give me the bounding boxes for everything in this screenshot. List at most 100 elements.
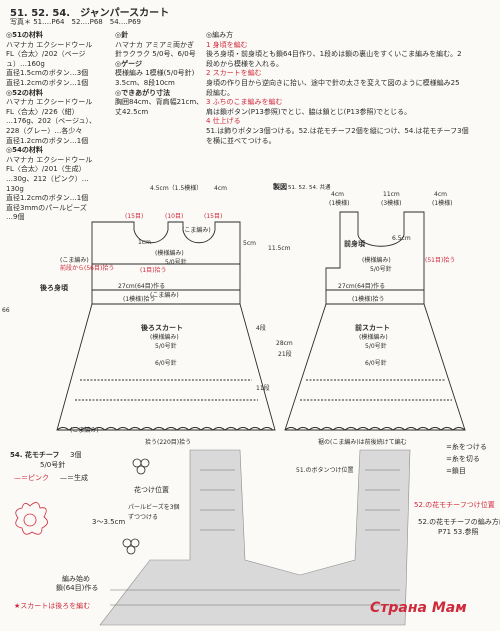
- back-edge-koma: (こま編み): [70, 426, 99, 434]
- skirt-direction-note: ★スカートは後ろを編む: [14, 602, 91, 610]
- front-bodice-diagram: [284, 211, 466, 431]
- front-dim-mid: 11cm: [383, 191, 400, 198]
- back-red-mid: (10目): [165, 213, 183, 220]
- tool-heading: ◎ゲージ: [115, 59, 142, 68]
- back-koma-mid: (こま編み): [150, 291, 179, 299]
- tool-line: 胸囲84cm、背肩幅21cm、: [115, 98, 204, 107]
- back-skirt-needle-2: 6/0号針: [155, 359, 177, 367]
- back-side-5: 5cm: [243, 240, 256, 247]
- legend-attach-yarn: =糸をつける: [446, 443, 487, 451]
- material-line: ハマナカ エクシードウール: [6, 155, 93, 164]
- back-stitch-red: (1目)拾う: [140, 266, 167, 274]
- front-bottom-note: 裾の(こま編み)は前後続けて編む: [318, 438, 407, 446]
- diagram-caption-sub: 51. 52. 54. 共通: [288, 185, 331, 191]
- material-line: …30g、212（ピンク）…: [6, 174, 89, 183]
- motif-legend-white: —＝生成: [60, 474, 88, 482]
- tool-line: 丈42.5cm: [115, 107, 149, 116]
- method-section: ◎編み方 1 身頃を編む後ろ身頃・前身頃とも鎖64目作り、1段めは鎖の裏山をすく…: [206, 31, 496, 146]
- material-line: ハマナカ エクシードウール: [6, 40, 93, 49]
- motif-small-icons: [122, 458, 150, 555]
- back-shoulder: 1cm: [138, 239, 151, 246]
- page-number: 66: [2, 307, 10, 314]
- back-bodice-diagram: [56, 221, 276, 431]
- back-red-left: (15目): [125, 213, 143, 220]
- tools-list: ◎針ハマナカ アミアミ両かぎ針ラクラク 5/0号、6/0号◎ゲージ模様編み 1模…: [115, 31, 225, 117]
- front-dim-right: 4cm: [434, 191, 447, 198]
- method-step-line: 後ろ身頃・前身頃とも鎖64目作り、1段めは鎖の裏山をすくいこま編みを編む。2: [206, 50, 462, 59]
- back-skirt-pattern: (模様編み): [150, 333, 179, 341]
- legend-note-2: P71 53.参照: [438, 528, 479, 536]
- front-skirt-pattern: (模様編み): [359, 333, 388, 341]
- method-steps: 1 身頃を編む後ろ身頃・前身頃とも鎖64目作り、1段めは鎖の裏山をすくいこま編み…: [206, 41, 496, 147]
- back-hem-width: 27cm(64目)作る: [118, 282, 165, 290]
- back-bodice-labels: 4.5cm（1.5模様） 4cm (15目) (10目) (15目) (こま編み…: [2, 184, 293, 446]
- motif-title: 54. 花モチーフ: [10, 451, 60, 459]
- method-step-line: 身頃の作り目から逆向きに拾い、途中で針の太さを変えて図のように模様編み25: [206, 78, 460, 87]
- legend-chain: =鎖目: [446, 467, 466, 475]
- back-yoke-needle: 5/0号針: [165, 258, 187, 266]
- front-side-red: (51目)拾う: [425, 256, 455, 264]
- material-line: 130g: [6, 184, 24, 193]
- back-yoke-title: 後ろ身頃: [39, 283, 69, 292]
- front-dim-left: 4cm: [331, 191, 344, 198]
- front-skirt-needle-1: 5/0号針: [365, 342, 387, 350]
- front-yoke-needle: 5/0号針: [370, 265, 392, 273]
- method-step-line: 段めから模様を入れる。: [206, 59, 283, 68]
- material-line: ハマナカ エクシードウール: [6, 98, 93, 107]
- diagram-caption: 製図: [273, 183, 287, 191]
- material-line: 直径1.2cmのボタン…1個: [6, 194, 89, 203]
- method-step-title: 3 ふちのこま編みを編む: [206, 98, 283, 107]
- method-step-title: 1 身頃を編む: [206, 40, 248, 49]
- front-sub-mid: (3模様): [381, 199, 402, 207]
- material-line: FL〈合太〉/201（生成）: [6, 165, 86, 174]
- watermark: Страна Мам: [370, 600, 467, 616]
- flower-motif-diagram: [15, 502, 48, 535]
- front-bodice-labels: 4cm 11cm 4cm (1模様) (3模様) (1模様) 前身頃 (模様編み…: [318, 191, 455, 446]
- back-hem-pickup: (1模様)拾う: [123, 295, 156, 303]
- material-line: FL〈合太〉/202（ベージ: [6, 50, 86, 59]
- method-step-line: を横に並べてつける。: [206, 136, 276, 145]
- back-total-rows: 21段: [278, 350, 292, 358]
- method-step-line: 肩は鎖ボタン(P13参照)でとじ、脇は鎖とじ(P13参照)でとじる。: [206, 107, 412, 116]
- back-rows-11: 11段: [256, 384, 270, 392]
- back-pickup-left: 前段から(56目)拾う: [60, 264, 114, 272]
- back-dim-top: 4.5cm（1.5模様）: [150, 184, 202, 192]
- back-yoke-pattern: (模様編み): [155, 249, 184, 257]
- material-line: …176g、202（ベージュ）、: [6, 117, 97, 126]
- tool-heading: ◎できあがり寸法: [115, 88, 171, 97]
- button-position-label: 51.のボタンつけ位置: [296, 467, 354, 474]
- page-title: 51. 52. 54. ジャンパースカート: [10, 8, 170, 19]
- legend-flower-position: 52.の花モチーフつけ位置: [414, 501, 495, 509]
- front-yoke-title: 前身頃: [344, 239, 366, 248]
- motif-size: 3〜3.5cm: [92, 518, 126, 526]
- front-skirt-title: 前スカート: [355, 323, 390, 332]
- chart-chain-label: 鎖(64目)作る: [56, 584, 99, 592]
- material-line: ュ）…160g: [6, 59, 45, 68]
- tool-line: 模様編み 1模様(5/0号針): [115, 69, 195, 78]
- front-sub-right: (1模様): [432, 199, 453, 207]
- material-line: FL〈合太〉/226（紺）: [6, 107, 79, 116]
- flower-position-label: 花つけ位置: [134, 486, 169, 494]
- tool-line: 針ラクラク 5/0号、6/0号: [115, 50, 196, 59]
- material-line: 直径3mmのパールビーズ: [6, 203, 87, 212]
- motif-count: 3個: [70, 451, 82, 459]
- material-line: 直径1.2cmのボタン…1個: [6, 136, 89, 145]
- crochet-chart: [99, 449, 411, 626]
- photo-reference: 写真＊ 51.…P64 52.…P68 54.…P69: [10, 18, 142, 26]
- motif-needle: 5/0号針: [40, 461, 66, 469]
- back-dim-right: 4cm: [214, 185, 227, 192]
- method-heading: ◎編み方: [206, 31, 234, 39]
- front-side-65: 6.5cm: [392, 235, 411, 242]
- back-bottom-pickup: 拾う(220目)拾う: [145, 438, 191, 446]
- back-side-11: 11.5cm: [268, 245, 291, 252]
- motif-legend-pink: —＝ピンク: [14, 474, 49, 482]
- material-line: 228（グレー）…各少々: [6, 126, 83, 135]
- front-skirt-needle-2: 6/0号針: [365, 359, 387, 367]
- material-line: 直径1.2cmのボタン…1個: [6, 78, 89, 87]
- back-skirt-needle-1: 5/0号針: [155, 342, 177, 350]
- method-step-line: 段編む。: [206, 88, 234, 97]
- tool-line: ハマナカ アミアミ両かぎ: [115, 40, 194, 49]
- back-koma-left: (こま編み): [60, 256, 89, 264]
- material-heading: ◎51の材料: [6, 31, 43, 39]
